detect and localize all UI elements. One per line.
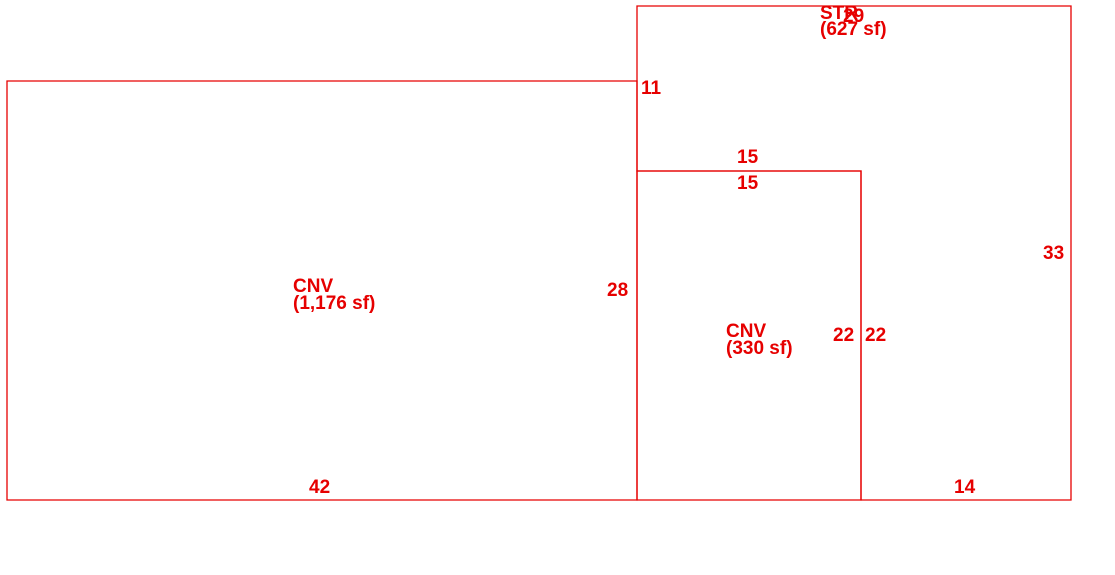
dimension-str-top: 29 bbox=[843, 6, 864, 27]
dimension-inner-top-outer: 15 bbox=[737, 147, 759, 168]
cnv-large-name: CNV bbox=[293, 276, 333, 297]
dimension-inner-top-inner: 15 bbox=[737, 173, 759, 194]
cnv-small-area: (330 sf) bbox=[726, 338, 793, 359]
dimension-inner-right-left: 22 bbox=[833, 325, 854, 346]
dimension-inner-right-right: 22 bbox=[865, 325, 886, 346]
dimension-left-bottom: 42 bbox=[309, 477, 330, 498]
cnv-small-outline bbox=[636, 170, 862, 501]
str-area: (627 sf) bbox=[820, 19, 887, 40]
cnv-large-area: (1,176 sf) bbox=[293, 293, 375, 314]
dimension-offset-top: 11 bbox=[641, 78, 662, 99]
str-outline bbox=[636, 5, 1072, 501]
dimension-right-height: 33 bbox=[1043, 243, 1064, 264]
str-name: STR bbox=[820, 3, 858, 24]
dimension-left-height: 28 bbox=[607, 280, 628, 301]
cnv-small-name: CNV bbox=[726, 321, 766, 342]
dimension-right-bottom: 14 bbox=[954, 477, 976, 498]
